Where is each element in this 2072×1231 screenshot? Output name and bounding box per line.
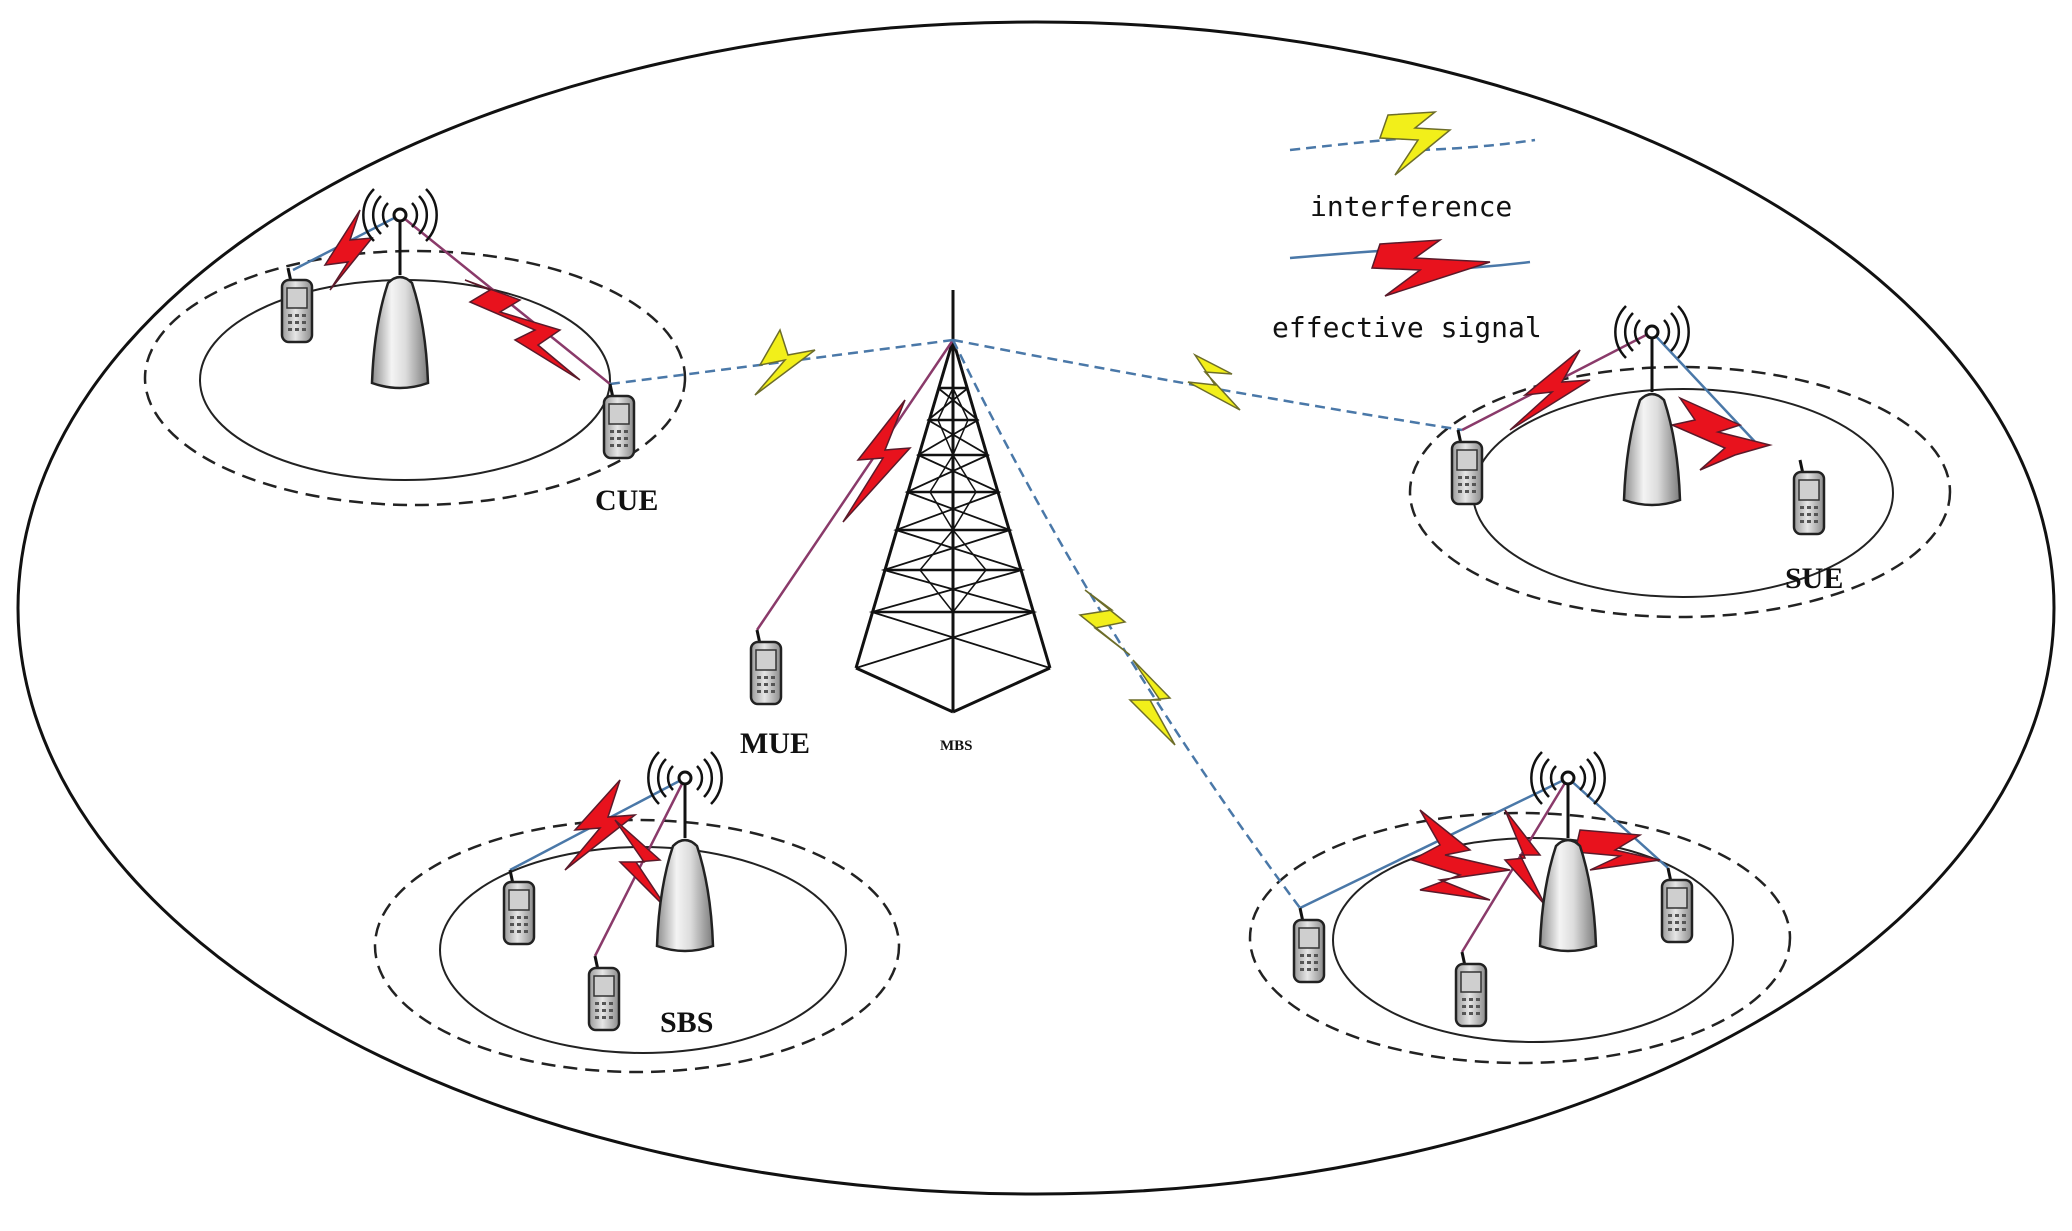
macro-cell-boundary <box>16 20 2056 1196</box>
legend-effective-signal-label: effective signal <box>1272 311 1542 344</box>
user-equipment-right-1 <box>1450 428 1484 506</box>
user-equipment-mue <box>749 628 783 706</box>
legend-interference-symbol <box>1289 111 1536 176</box>
small-base-station-bottom-left <box>646 750 724 953</box>
interference-bolts <box>754 328 1241 746</box>
user-equipment-bottom-right-3 <box>1660 866 1694 944</box>
legend-interference-label: interference <box>1310 190 1512 223</box>
macro-base-station-tower <box>854 290 1052 714</box>
label-sbs: SBS <box>660 1006 713 1039</box>
user-equipment-sue <box>1792 458 1826 536</box>
legend: interference effective signal <box>1272 111 1542 344</box>
small-cell-bottom-right <box>1248 811 1792 1065</box>
small-base-station-top-left <box>361 187 439 390</box>
label-mue: MUE <box>740 727 810 760</box>
user-equipment-bottom-right-2 <box>1454 950 1488 1028</box>
user-equipment-top-left-1 <box>280 266 314 344</box>
small-base-station-right <box>1613 304 1691 507</box>
label-mbs: MBS <box>940 738 973 754</box>
legend-effective-signal-symbol <box>1289 239 1531 297</box>
user-equipment-bottom-right-1 <box>1292 906 1326 984</box>
label-sue: SUE <box>1785 562 1843 595</box>
effective-signal-bolts <box>323 209 1773 911</box>
small-cell-bottom-left <box>373 818 901 1074</box>
user-equipment-bottom-left-2 <box>587 954 621 1032</box>
label-cue: CUE <box>595 484 658 517</box>
user-equipment-bottom-left-1 <box>502 868 536 946</box>
